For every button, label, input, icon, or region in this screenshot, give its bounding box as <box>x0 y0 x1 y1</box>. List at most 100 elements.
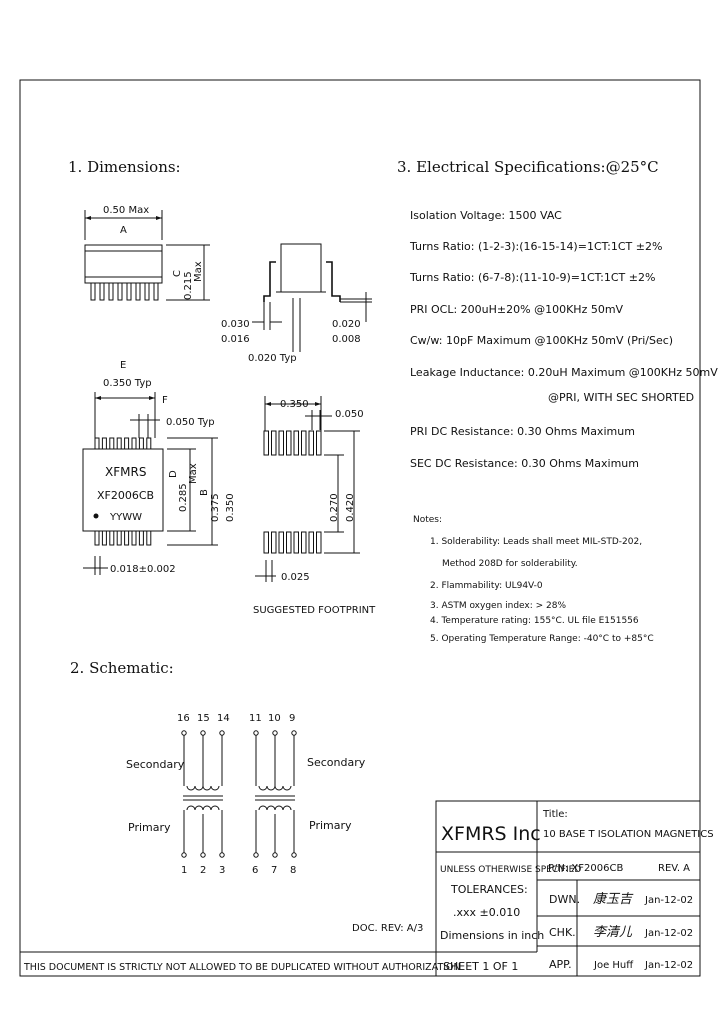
pin-terminal <box>291 852 297 858</box>
spec-leakage-cond: @PRI, WITH SEC SHORTED <box>548 391 694 404</box>
label-secondary-right: Secondary <box>307 756 366 769</box>
footprint-pad-top <box>308 430 314 456</box>
footprint-pad-bottom <box>263 531 269 554</box>
note-4: 4. Temperature rating: 155°C. UL file E1… <box>430 616 639 626</box>
duplication-warning: THIS DOCUMENT IS STRICTLY NOT ALLOWED TO… <box>23 962 461 973</box>
pri-pin-1: 1 <box>181 865 187 876</box>
note-1: 1. Solderability: Leads shall meet MIL-S… <box>430 537 642 547</box>
dim-height: 0.215 <box>183 271 194 300</box>
heading-dimensions: 1. Dimensions: <box>68 158 181 176</box>
notes-title: Notes: <box>413 515 442 525</box>
notes: Notes: 1. Solderability: Leads shall mee… <box>413 515 654 644</box>
heading-electrical: 3. Electrical Specifications:@25°C <box>397 158 659 176</box>
electrical-specs: Isolation Voltage: 1500 VAC Turns Ratio:… <box>409 209 718 470</box>
doc-rev: DOC. REV: A/3 <box>352 923 423 934</box>
note-1b: Method 208D for solderability. <box>442 559 578 569</box>
dim-lead-typ: 0.020 Typ <box>248 353 297 364</box>
fp-pitch: 0.050 <box>335 409 364 420</box>
side-lead <box>90 282 96 301</box>
date-code: YYWW <box>109 512 142 523</box>
side-lead <box>99 282 105 301</box>
dim-f-value: 0.050 Typ <box>166 417 215 428</box>
company-name: XFMRS Inc <box>441 823 541 845</box>
winding-coil <box>186 805 220 811</box>
pin1-dot <box>93 513 99 519</box>
side-lead <box>135 282 141 301</box>
chk-signature: 李清儿 <box>593 925 633 940</box>
pri-pin-2: 2 <box>200 865 206 876</box>
winding-coil <box>258 785 292 791</box>
sec-pin-16: 16 <box>177 713 190 724</box>
dim-lead-thick-1: 0.020 <box>332 319 361 330</box>
dim-d-value: 0.285 <box>178 483 189 512</box>
tolerance-value: .xxx ±0.010 <box>453 906 520 919</box>
dim-label-c: C <box>172 270 183 277</box>
dim-lead-pitch: 0.018±0.002 <box>110 564 176 575</box>
side-lead <box>126 282 132 301</box>
app-date: Jan-12-02 <box>644 960 693 971</box>
pin-terminal <box>200 852 206 858</box>
app-name: Joe Huff <box>593 960 634 971</box>
dim-overall: 0.350 <box>225 493 236 522</box>
pri-pin-7: 7 <box>271 865 277 876</box>
pri-pin-8: 8 <box>290 865 296 876</box>
part-number-field: P/N: XF2006CB <box>548 863 623 874</box>
dwn-signature: 康玉吉 <box>593 891 634 907</box>
unless-specified: UNLESS OTHERWISE SPECIFIED <box>440 865 581 875</box>
spec-sec-dcr: SEC DC Resistance: 0.30 Ohms Maximum <box>410 457 639 470</box>
note-5: 5. Operating Temperature Range: -40°C to… <box>430 634 654 644</box>
footprint-pad-bottom <box>278 531 284 554</box>
sec-pin-9: 9 <box>289 713 295 724</box>
top-lead <box>109 437 115 450</box>
label-secondary-left: Secondary <box>126 758 185 771</box>
dim-label-e: E <box>120 360 126 371</box>
sec-pin-14: 14 <box>217 713 230 724</box>
chk-date: Jan-12-02 <box>644 928 693 939</box>
footprint-pad-bottom <box>293 531 299 554</box>
tolerances: TOLERANCES: <box>450 883 528 896</box>
footprint-pad-bottom <box>308 531 314 554</box>
footprint-pad-top <box>263 430 269 456</box>
sec-pin-10: 10 <box>268 713 281 724</box>
sheet-count: SHEET 1 OF 1 <box>443 960 518 973</box>
pin-terminal <box>219 730 225 736</box>
fp-inner: 0.270 <box>329 493 340 522</box>
side-lead <box>144 282 150 301</box>
side-lead <box>153 282 159 301</box>
dim-label-f: F <box>162 395 168 406</box>
footprint-pad-top <box>301 430 307 456</box>
pin-terminal <box>253 852 259 858</box>
footprint-pad-top <box>278 430 284 456</box>
dim-b-value: 0.375 <box>210 493 221 522</box>
rev-field: REV. A <box>658 863 690 874</box>
sheet-border <box>19 79 701 977</box>
spec-turns-1: Turns Ratio: (1-2-3):(16-15-14)=1CT:1CT … <box>409 240 662 253</box>
note-2: 2. Flammability: UL94V-0 <box>430 581 543 591</box>
note-3: 3. ASTM oxygen index: > 28% <box>430 601 567 611</box>
pin-terminal <box>272 852 278 858</box>
bottom-lead <box>146 530 152 546</box>
spec-pri-dcr: PRI DC Resistance: 0.30 Ohms Maximum <box>410 425 635 438</box>
part-brand: XFMRS <box>105 465 146 479</box>
dimensions-in: Dimensions in inch <box>440 929 544 942</box>
bottom-lead <box>101 530 107 546</box>
fp-outer: 0.420 <box>345 493 356 522</box>
footprint-pad-top <box>286 430 292 456</box>
schematic: 16 15 14 11 10 9 Secondary Secondary Pri… <box>126 713 366 876</box>
bottom-lead <box>124 530 130 546</box>
bottom-lead <box>131 530 137 546</box>
label-primary-right: Primary <box>309 819 352 832</box>
label-primary-left: Primary <box>128 821 171 834</box>
fp-pad: 0.025 <box>281 572 310 583</box>
sec-pin-11: 11 <box>249 713 262 724</box>
title-value: 10 BASE T ISOLATION MAGNETICS <box>543 829 714 840</box>
footprint: 0.350 0.050 0.270 0.420 0.025 SUGGESTED … <box>253 396 376 616</box>
pin-terminal <box>200 730 206 736</box>
side-view: 0.50 Max A C 0.215 Max <box>84 205 210 301</box>
spec-cww: Cw/w: 10pF Maximum @100KHz 50mV (Pri/Sec… <box>410 334 673 347</box>
winding-coil <box>258 805 292 811</box>
dim-label-b: B <box>199 489 210 496</box>
top-lead <box>94 437 100 450</box>
dim-lead-thick-2: 0.008 <box>332 334 361 345</box>
